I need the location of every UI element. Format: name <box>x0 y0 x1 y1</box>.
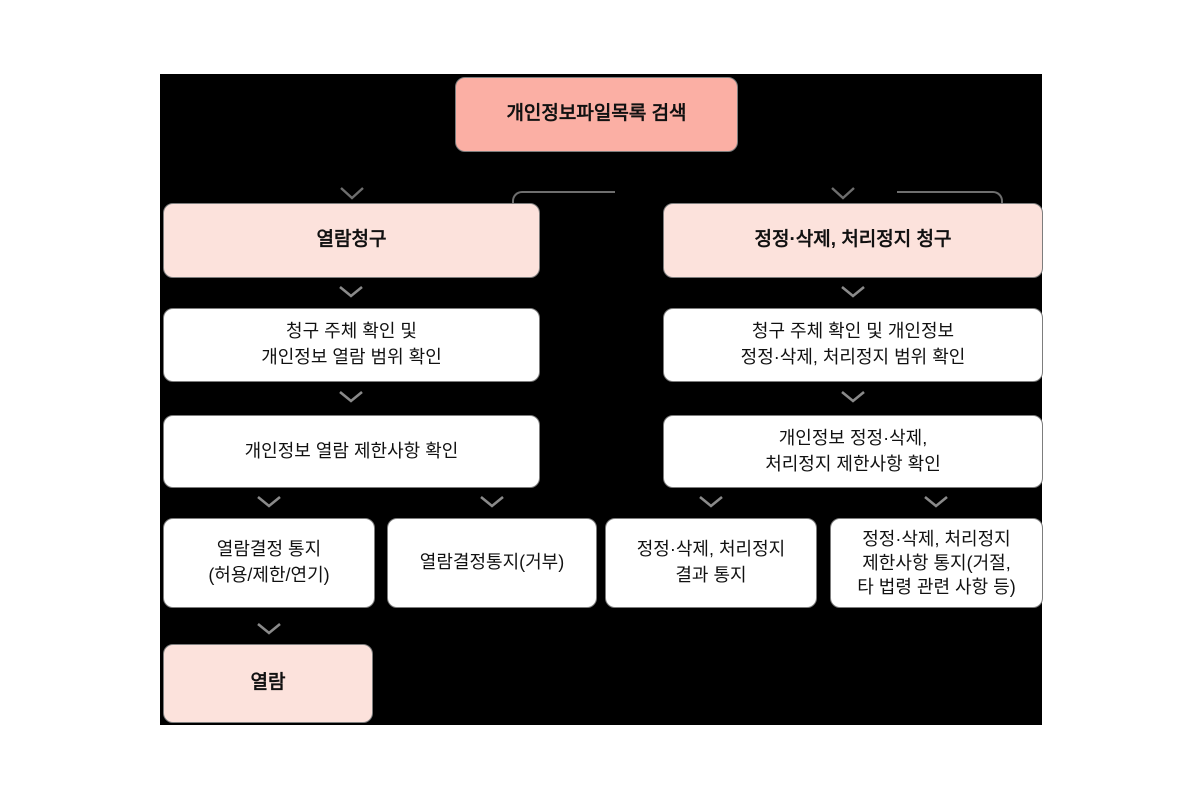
chevron-down-icon <box>479 495 505 508</box>
arrowhead-down-icon <box>339 187 365 200</box>
chevron-down-icon <box>256 495 282 508</box>
node-right-step2: 개인정보 정정·삭제, 처리정지 제한사항 확인 <box>663 415 1043 488</box>
node-left-step1: 청구 주체 확인 및 개인정보 열람 범위 확인 <box>163 308 540 382</box>
chevron-down-icon <box>698 495 724 508</box>
node-right-branch: 정정·삭제, 처리정지 청구 <box>663 203 1043 278</box>
chevron-down-icon <box>840 390 866 403</box>
node-right-step1: 청구 주체 확인 및 개인정보 정정·삭제, 처리정지 범위 확인 <box>663 308 1043 382</box>
node-left-final: 열람 <box>163 644 373 723</box>
arrowhead-down-icon <box>830 187 856 200</box>
chevron-down-icon <box>256 622 282 635</box>
chevron-down-icon <box>338 285 364 298</box>
node-right-result-restrict: 정정·삭제, 처리정지 제한사항 통지(거절, 타 법령 관련 사항 등) <box>830 518 1043 608</box>
node-root: 개인정보파일목록 검색 <box>455 77 738 152</box>
chevron-down-icon <box>923 495 949 508</box>
node-left-result-deny: 열람결정통지(거부) <box>387 518 597 608</box>
node-right-result-notice: 정정·삭제, 처리정지 결과 통지 <box>605 518 817 608</box>
flowchart-panel <box>160 74 1042 725</box>
node-left-step2: 개인정보 열람 제한사항 확인 <box>163 415 540 488</box>
chevron-down-icon <box>840 285 866 298</box>
node-left-branch: 열람청구 <box>163 203 540 278</box>
node-left-result-allow: 열람결정 통지 (허용/제한/연기) <box>163 518 375 608</box>
chevron-down-icon <box>338 390 364 403</box>
